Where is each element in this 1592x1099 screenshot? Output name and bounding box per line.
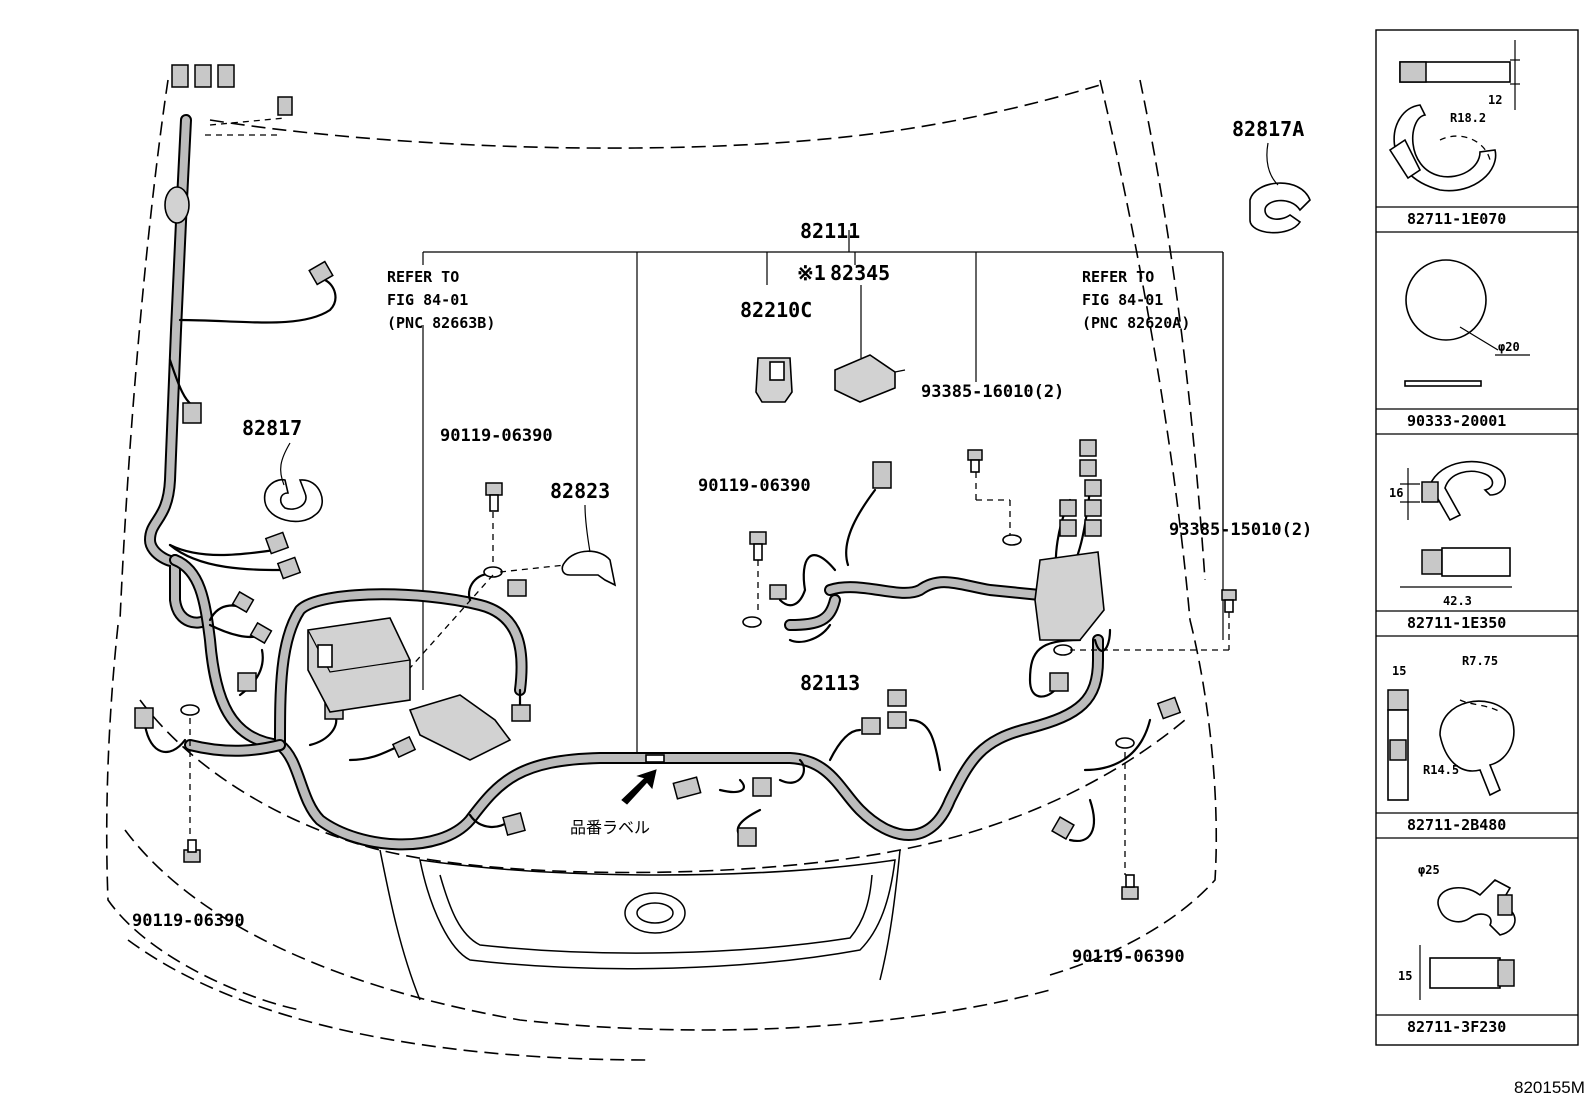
callout-clamp: 82817 [242,416,302,440]
panel1-dim-b: R18.2 [1450,111,1486,125]
label-note: 品番ラベル [570,818,650,837]
panel4-dim-a: 15 [1392,664,1406,678]
panel4-part-no: 82711-2B480 [1407,816,1506,834]
nut-icon [1221,589,1237,613]
panel1-dim-a: 12 [1488,93,1502,107]
callout-bolt-upper-left: 90119-06390 [440,426,553,446]
refer-right-line2: FIG 84-01 [1082,291,1163,309]
panel-82711-2b480: 15 R7.75 R14.5 82711-2B480 [1387,654,1515,834]
callout-relay-block: 82345 [830,261,890,285]
leader-lines [189,117,1279,875]
bolt-icon [183,839,201,863]
callout-nut-b: 93385-15010(2) [1169,520,1312,540]
fuse-block-left [408,694,512,761]
cover-82823 [561,550,617,587]
panel-90333-20001: φ20 90333-20001 [1404,259,1530,430]
callout-relay-note: ※1 [797,261,826,285]
callout-bolt-center: 90119-06390 [698,476,811,496]
panel4-dim-c: R14.5 [1423,763,1459,777]
refer-left-line2: FIG 84-01 [387,291,468,309]
panel4-dim-b: R7.75 [1462,654,1498,668]
panel2-dim-a: φ20 [1498,340,1520,354]
panel-82711-3f230: φ25 15 82711-3F230 [1398,863,1516,1036]
label-marker [645,754,665,763]
arrow-icon [621,769,657,805]
callout-cover: 82823 [550,479,610,503]
callout-bolt-lower-right: 90119-06390 [1072,947,1185,967]
panel5-part-no: 82711-3F230 [1407,1018,1506,1036]
callout-nut-a: 93385-16010(2) [921,382,1064,402]
refer-right-line1: REFER TO [1082,268,1154,286]
refer-left-line3: (PNC 82663B) [387,314,495,332]
panel2-part-no: 90333-20001 [1407,412,1506,430]
panel3-dim-a: 16 [1389,486,1403,500]
panel-82711-1e350: 16 42.3 82711-1E350 [1389,460,1512,632]
components [164,182,1311,900]
clamp-82817a [1249,182,1311,234]
callout-bolt-lower-left: 90119-06390 [132,911,245,931]
connectors [134,64,1182,847]
callout-labels: 82111 82113 82817A 82817 82823 82210C ※1… [132,117,1585,1097]
junction-box-right [1034,551,1105,641]
bolt-icon [749,531,767,561]
panel5-dim-a: φ25 [1418,863,1440,877]
figure-id: 820155M [1514,1078,1585,1097]
panel5-dim-b: 15 [1398,969,1412,983]
side-panel-column: 12 R18.2 82711-1E070 φ20 90333-20001 16 … [1375,29,1579,1046]
refer-right-line3: (PNC 82620A) [1082,314,1190,332]
callout-relay: 82210C [740,298,812,322]
nut-icon [967,449,983,473]
car-body-outline [105,79,1218,1061]
bolt-icon [1121,874,1139,900]
panel3-dim-b: 42.3 [1443,594,1472,608]
clamp-82817 [263,478,324,523]
relay-82345 [834,354,896,403]
branch-wires [143,278,1152,843]
refer-left-line1: REFER TO [387,268,459,286]
main-harness [144,114,1104,851]
callout-harness-main: 82111 [800,219,860,243]
callout-clamp-a: 82817A [1232,117,1304,141]
panel1-part-no: 82711-1E070 [1407,210,1506,228]
panel3-part-no: 82711-1E350 [1407,614,1506,632]
panel-82711-1e070: 12 R18.2 82711-1E070 [1388,40,1520,228]
bolt-icon [485,482,503,512]
callout-harness-sub: 82113 [800,671,860,695]
ecu-box [307,617,411,713]
